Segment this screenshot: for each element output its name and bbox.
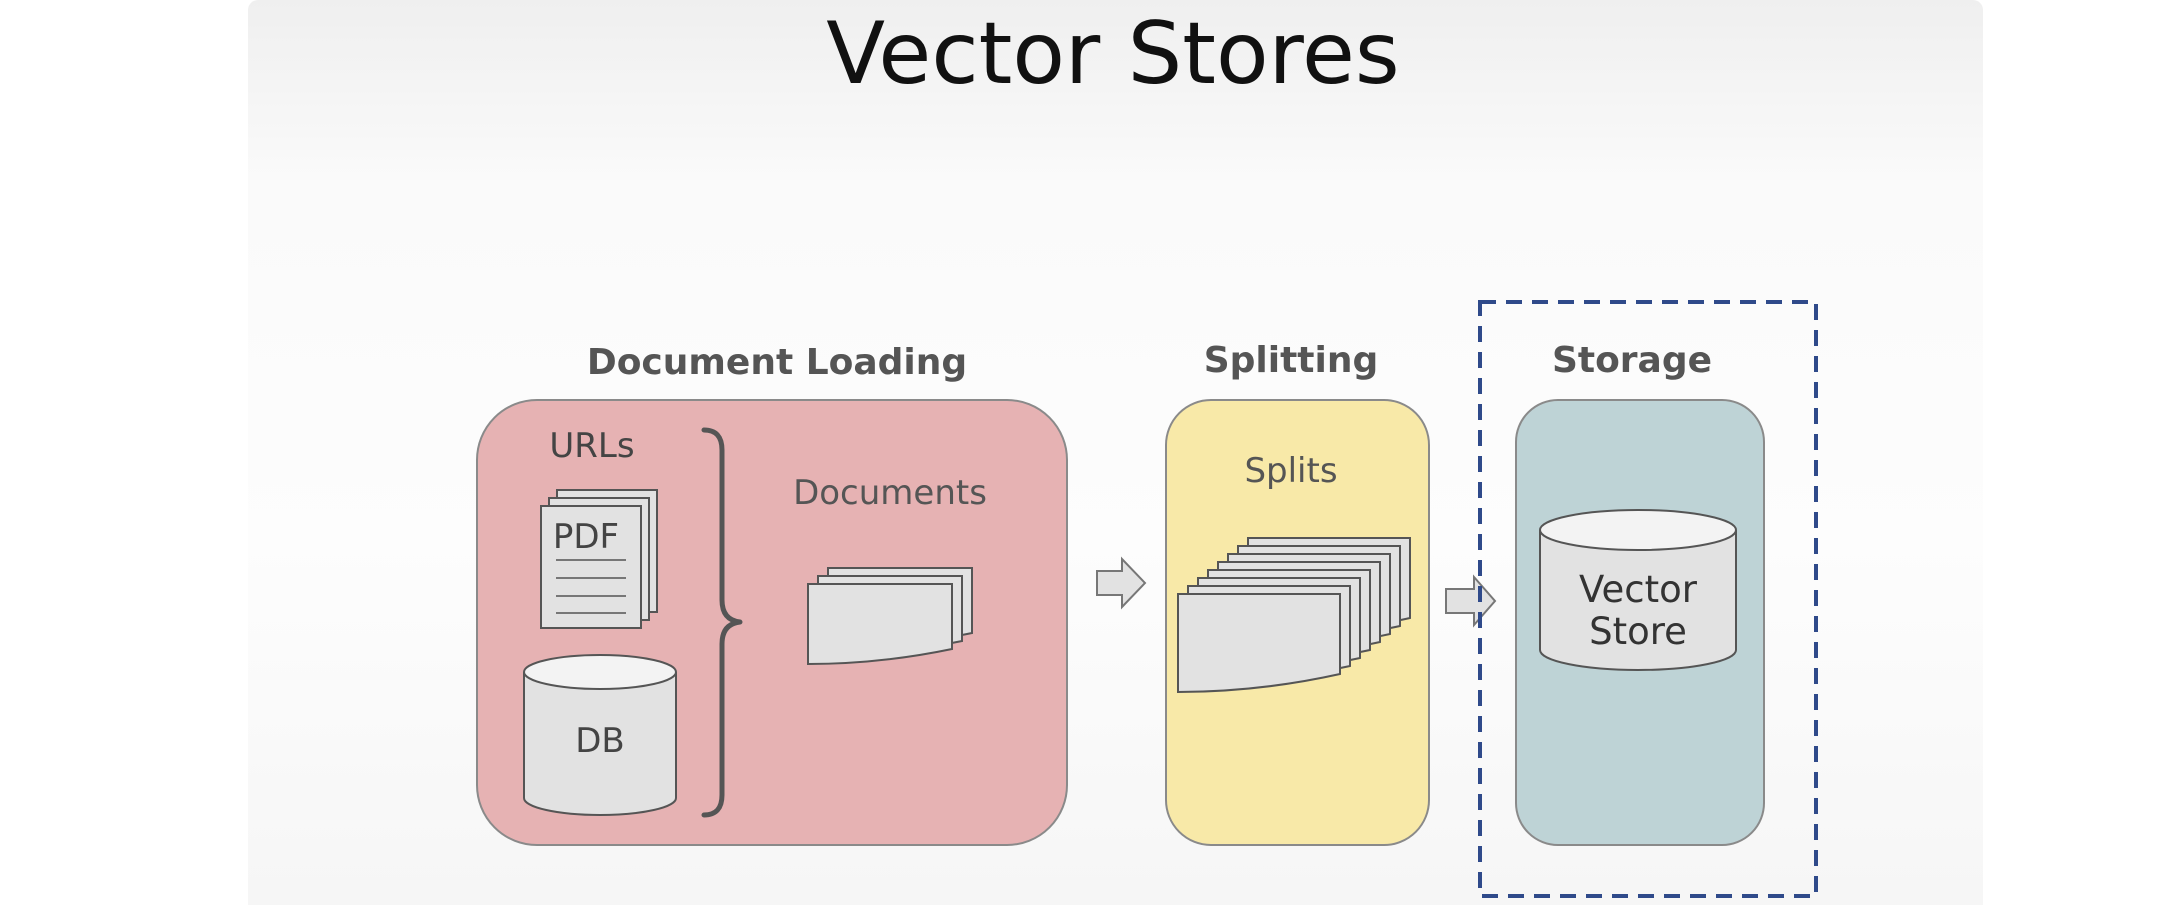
section-label-storage: Storage <box>1552 340 1712 381</box>
storage-highlight-frame <box>1478 300 1818 898</box>
documents-stack-icon <box>807 567 973 666</box>
urls-label: URLs <box>549 426 634 466</box>
section-label-document-loading: Document Loading <box>587 342 967 383</box>
splits-stack-icon <box>1177 537 1411 694</box>
section-label-splitting: Splitting <box>1204 340 1379 381</box>
page-title: Vector Stores <box>826 4 1400 104</box>
splits-label: Splits <box>1244 451 1337 491</box>
documents-label: Documents <box>793 473 987 513</box>
vector-store-label-line1: Vector <box>1579 568 1698 611</box>
pdf-label: PDF <box>553 517 619 557</box>
vector-store-database-icon <box>1539 509 1737 671</box>
database-icon <box>523 654 677 816</box>
curly-brace-icon <box>701 427 743 818</box>
db-label: DB <box>575 721 625 761</box>
pdf-icon <box>540 489 658 629</box>
arrow-right-icon <box>1096 556 1147 610</box>
arrow-right-icon <box>1445 574 1497 628</box>
vector-store-label-line2: Store <box>1589 610 1687 653</box>
